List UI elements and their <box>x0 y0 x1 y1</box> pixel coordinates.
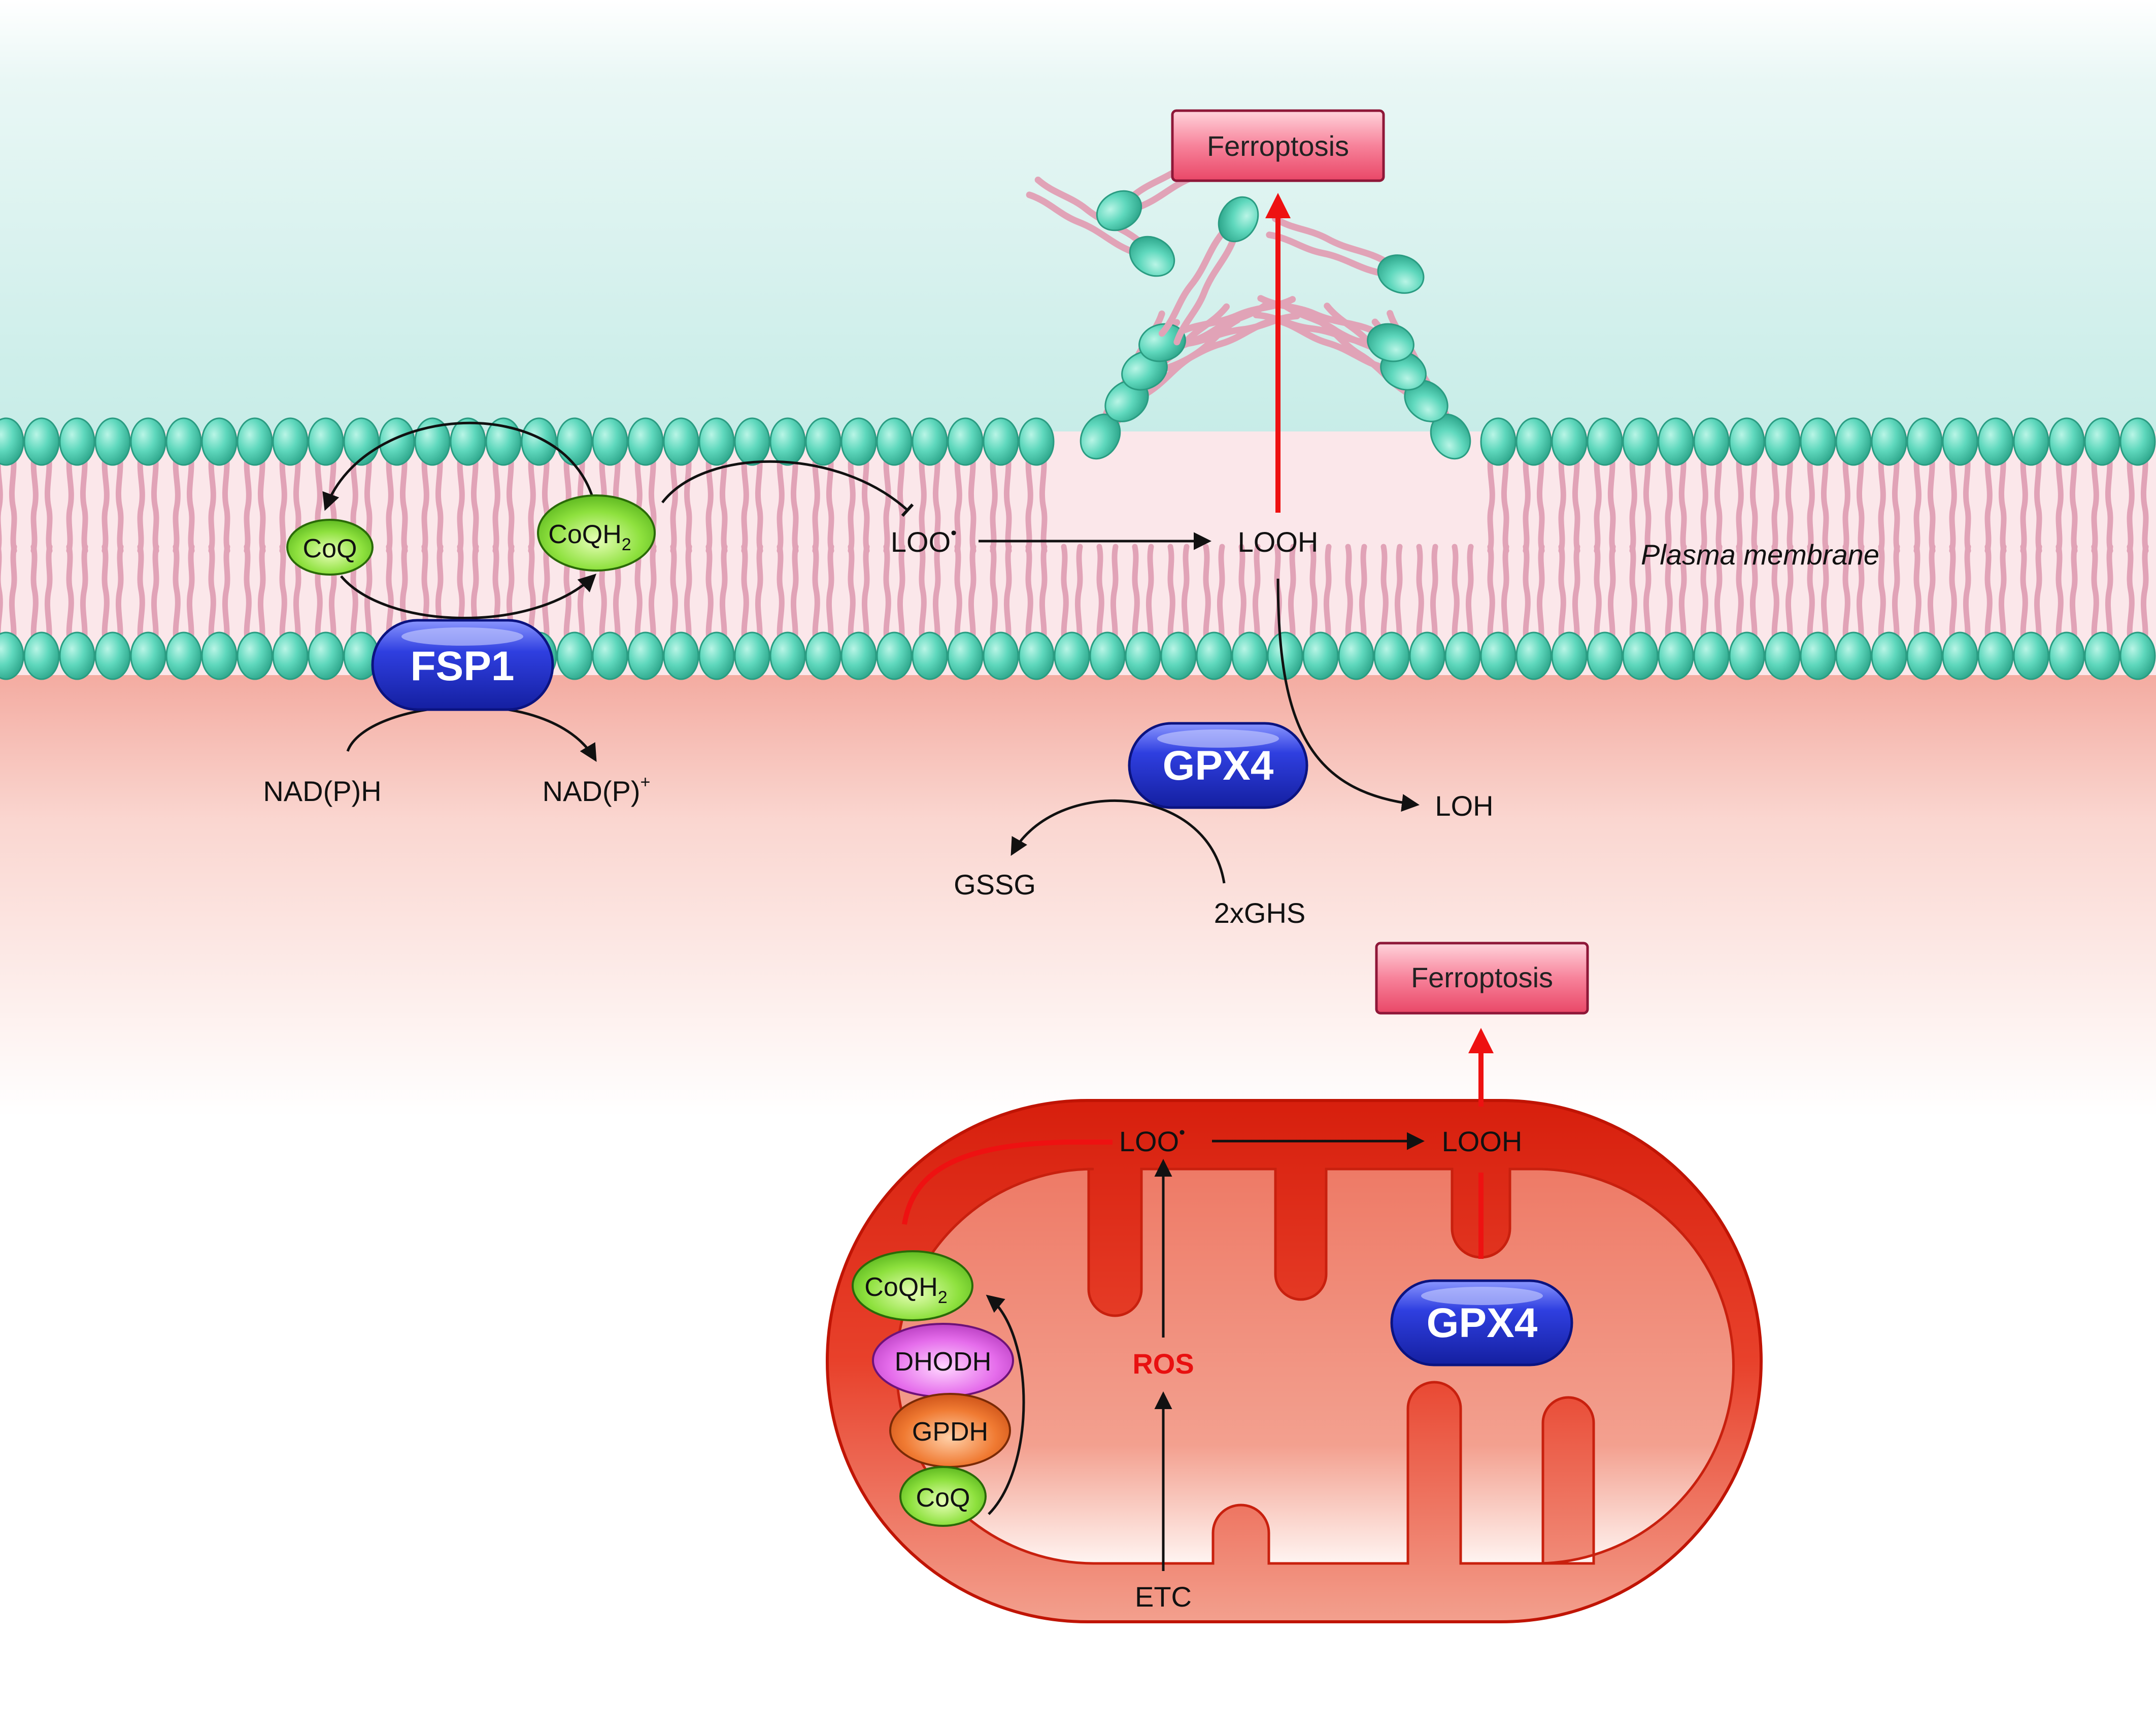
arrow-coq-to-coqh2-mito <box>986 1294 1025 1515</box>
gpdh-label: GPDH <box>912 1417 988 1447</box>
dhodh-enzyme: DHODH <box>872 1323 1014 1398</box>
loo-mito-superscript: • <box>1179 1123 1185 1142</box>
plasma-membrane-label: Plasma membrane <box>1641 539 1879 571</box>
nadp-superscript: + <box>641 773 651 792</box>
loo-radical-mito: LOO• <box>1119 1123 1185 1157</box>
loo-radical-membrane: LOO• <box>891 523 957 558</box>
nadph-label: NAD(P)H <box>263 775 381 807</box>
two-gsh-label: 2xGHS <box>1214 897 1306 929</box>
ferroptosis-label-mito: Ferroptosis <box>1411 961 1553 993</box>
ferroptosis-box-mito: Ferroptosis <box>1375 942 1589 1015</box>
arrow-gsh-to-gssg <box>1010 799 1226 884</box>
coqh2-mito: CoQH2 <box>852 1250 973 1321</box>
mitochondrion <box>826 1099 1763 1623</box>
arrow-coqh2-to-coq <box>322 421 595 511</box>
cytosol-gradient <box>0 660 2156 1117</box>
loh-label: LOH <box>1435 790 1493 822</box>
coq-mito-label: CoQ <box>916 1483 970 1513</box>
coq-mito: CoQ <box>899 1466 987 1527</box>
inhibition-coqh2-loo <box>661 460 914 517</box>
gpx4-mito-label: GPX4 <box>1427 1300 1538 1346</box>
red-path-mito-top <box>902 1140 1113 1225</box>
coq-membrane: CoQ <box>286 519 374 576</box>
svg-text:CoQH2: CoQH2 <box>864 1273 947 1307</box>
gssg-label: GSSG <box>954 869 1036 900</box>
coqh2-membrane: CoQH2 <box>537 494 656 572</box>
etc-label: ETC <box>1135 1581 1192 1613</box>
gpdh-enzyme: GPDH <box>889 1393 1011 1468</box>
nadp-label: NAD(P)+ <box>543 773 651 807</box>
coqh2-membrane-subscript: 2 <box>622 535 631 554</box>
ferroptosis-box-top: Ferroptosis <box>1171 109 1385 182</box>
svg-text:CoQH2: CoQH2 <box>548 520 631 554</box>
gpx4-cytosol-label: GPX4 <box>1163 743 1274 789</box>
looh-mito: LOOH <box>1442 1125 1523 1157</box>
gpx4-mito-enzyme: GPX4 <box>1390 1279 1573 1366</box>
fsp1-enzyme: FSP1 <box>371 619 554 711</box>
ros-label: ROS <box>1132 1348 1194 1380</box>
loo-membrane-superscript: • <box>951 523 957 543</box>
looh-membrane: LOOH <box>1238 526 1319 558</box>
loo-mito-base: LOO <box>1119 1125 1179 1157</box>
arrow-looh-to-loh <box>1276 578 1420 812</box>
ferroptosis-label-top: Ferroptosis <box>1207 130 1349 162</box>
nadp-base: NAD(P) <box>543 775 641 807</box>
fsp1-label: FSP1 <box>410 643 514 689</box>
loo-membrane-base: LOO <box>891 526 951 558</box>
arrow-coq-to-coqh2 <box>340 574 597 620</box>
dhodh-label: DHODH <box>895 1347 992 1377</box>
coqh2-membrane-label: CoQH <box>548 520 621 549</box>
coq-membrane-label: CoQ <box>303 534 357 563</box>
coqh2-mito-subscript: 2 <box>938 1288 948 1307</box>
coqh2-mito-label: CoQH <box>864 1273 937 1302</box>
gpx4-cytosol-enzyme: GPX4 <box>1128 722 1308 809</box>
